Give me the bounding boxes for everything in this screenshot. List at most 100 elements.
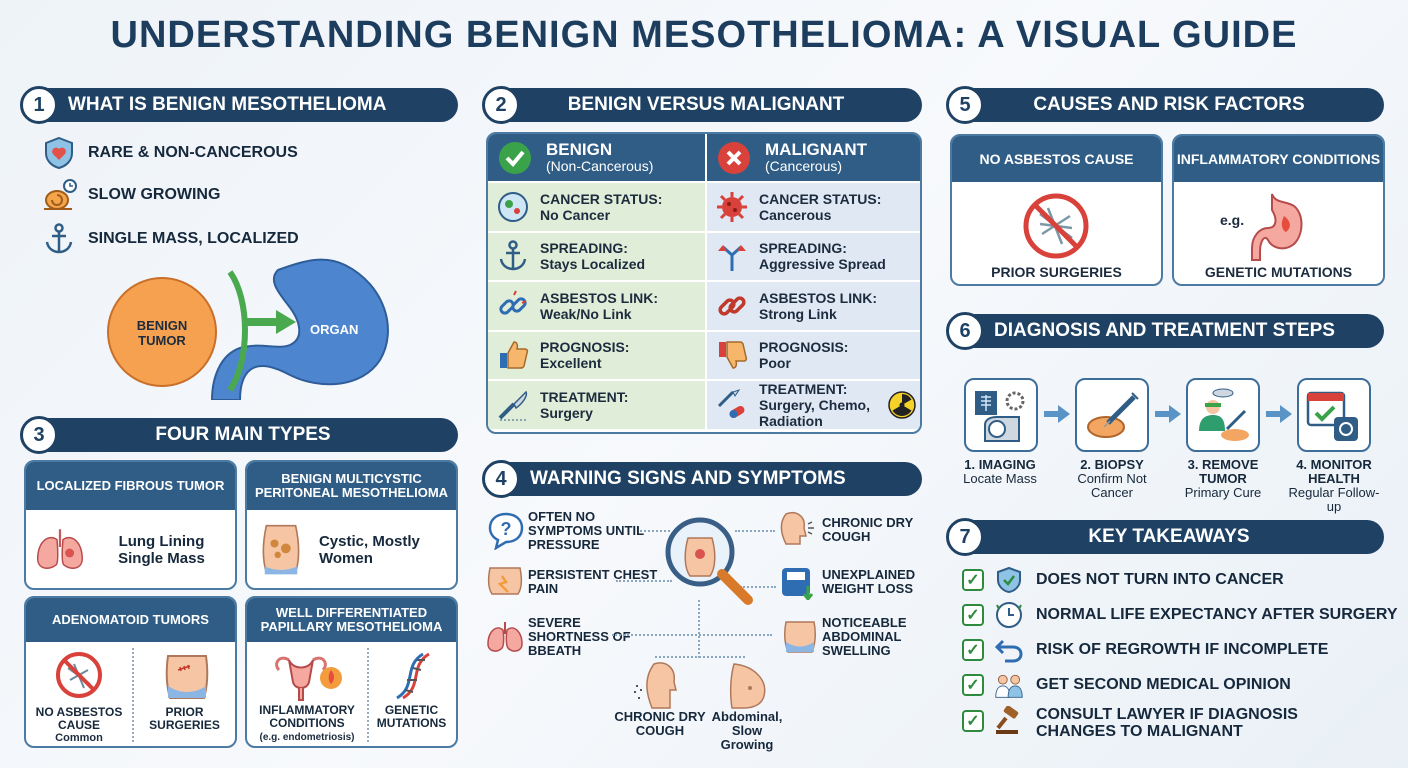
benign-row-cancer-status: CANCER STATUS:No Cancer — [488, 181, 705, 231]
scale-icon — [782, 568, 814, 600]
comparison-table: BENIGN(Non-Cancerous) CANCER STATUS:No C… — [486, 132, 922, 434]
malignant-row-cancer-status: CANCER STATUS:Cancerous — [707, 181, 920, 231]
arrow-right-icon — [1280, 405, 1292, 423]
step-remove-tumor — [1186, 378, 1260, 452]
type-card-title: WELL DIFFERENTIATED PAPILLARY MESOTHELIO… — [247, 598, 456, 642]
gavel-icon — [996, 706, 1019, 734]
benign-row-prognosis: PROGNOSIS:Excellent — [488, 329, 705, 379]
cause-card-title: INFLAMMATORY CONDITIONS — [1174, 136, 1383, 182]
cause-card-label: GENETIC MUTATIONS — [1204, 264, 1353, 280]
malignant-subtitle: (Cancerous) — [765, 158, 843, 174]
healthy-cell-icon — [498, 191, 528, 222]
section-5-header: 5 CAUSES AND RISK FACTORS — [946, 86, 1384, 124]
section-number: 2 — [482, 86, 520, 124]
section-title: KEY TAKEAWAYS — [1088, 526, 1250, 547]
s1-item-rare: RARE & NON-CANCEROUS — [42, 136, 298, 170]
section-title: WHAT IS BENIGN MESOTHELIOMA — [68, 94, 387, 115]
row-label: PROGNOSIS: — [759, 339, 849, 356]
arrow-right-icon — [1169, 405, 1181, 423]
takeaway-item: ✓ RISK OF REGROWTH IF INCOMPLETE — [962, 636, 1328, 664]
malignant-row-prognosis: PROGNOSIS:Poor — [707, 329, 920, 379]
section-3-header: 3 FOUR MAIN TYPES — [20, 416, 458, 454]
type-card-a-sub: Common — [55, 732, 103, 744]
section-4-header: 4 WARNING SIGNS AND SYMPTOMS — [482, 460, 922, 498]
section-title: BENIGN VERSUS MALIGNANT — [567, 94, 845, 115]
takeaway-text: RISK OF REGROWTH IF INCOMPLETE — [1036, 641, 1329, 658]
type-card-localized: LOCALIZED FIBROUS TUMOR Lung Lining Sing… — [24, 460, 237, 590]
cough-icon — [780, 512, 814, 545]
thumbs-down-icon — [719, 341, 748, 370]
no-asbestos-icon — [1023, 193, 1089, 259]
s1-item-slow: SLOW GROWING — [42, 178, 220, 212]
step-monitor — [1297, 378, 1371, 452]
row-value: Cancerous — [759, 206, 832, 223]
symptom-left-3: SEVERE SHORTNESS OF BBEATH — [528, 615, 631, 658]
type-card-b: GENETIC MUTATIONS — [376, 703, 447, 730]
row-value: Surgery — [540, 404, 593, 421]
cause-card-1: NO ASBESTOS CAUSE PRIOR SURGERIES — [950, 134, 1163, 286]
step-sub: Locate Mass — [963, 471, 1037, 486]
chest-pain-icon — [487, 567, 523, 595]
malignant-row-treatment: TREATMENT:Surgery, Chemo, Radiation — [707, 379, 920, 429]
type-card-a-sub: (e.g. endometriosis) — [259, 732, 355, 743]
malignant-title: MALIGNANT — [765, 140, 867, 159]
magnifying-glass-icon — [665, 517, 753, 605]
s1-item-label: SINGLE MASS, LOCALIZED — [88, 230, 299, 247]
row-label: TREATMENT: — [540, 388, 629, 405]
takeaway-item: ✓ CONSULT LAWYER IF DIAGNOSIS CHANGES TO… — [962, 706, 1376, 740]
section-title: WARNING SIGNS AND SYMPTOMS — [530, 468, 846, 489]
benign-title: BENIGN — [546, 140, 613, 159]
row-value: Stays Localized — [540, 256, 646, 273]
type-card-text: Lung Lining Single Mass — [118, 533, 205, 567]
takeaway-item: ✓ DOES NOT TURN INTO CANCER — [962, 566, 1284, 594]
torso-scar-icon — [165, 655, 209, 699]
symptom-right-3: NOTICEABLE ABDOMINAL SWELLING — [822, 615, 907, 658]
type-card-body: Lung Lining Single Mass — [26, 510, 235, 588]
check-icon: ✓ — [962, 569, 984, 591]
arrow-right-icon — [1058, 405, 1070, 423]
question-bubble-icon: ? — [488, 512, 524, 550]
organ-label: ORGAN — [310, 322, 359, 337]
benign-column-header: BENIGN(Non-Cancerous) — [488, 134, 705, 181]
malignant-row-asbestos: ASBESTOS LINK:Strong Link — [707, 280, 920, 330]
row-value: Strong Link — [759, 305, 837, 322]
broken-link-icon — [499, 290, 527, 315]
svg-text:?: ? — [501, 519, 512, 539]
scalpel-pill-icon — [717, 388, 745, 418]
symptom-bottom-a: CHRONIC DRY COUGH — [614, 709, 706, 738]
check-icon: ✓ — [962, 639, 984, 661]
malignant-column-header: MALIGNANT(Cancerous) — [707, 134, 920, 181]
symptom-bottom-b: Abdominal, Slow Growing — [711, 709, 783, 752]
calendar-check-icon — [1306, 391, 1358, 441]
section-2-header: 2 BENIGN VERSUS MALIGNANT — [482, 86, 922, 124]
step-title: 1. IMAGING — [964, 457, 1036, 472]
anchor-icon — [45, 223, 73, 254]
takeaway-text: NORMAL LIFE EXPECTANCY AFTER SURGERY — [1036, 606, 1398, 623]
malignant-column: MALIGNANT(Cancerous) CANCER STATUS:Cance… — [705, 134, 920, 432]
tumor-label: BENIGN TUMOR — [136, 318, 188, 348]
undo-arrow-icon — [995, 639, 1023, 663]
chain-link-icon — [718, 296, 746, 316]
section-title: FOUR MAIN TYPES — [155, 424, 331, 445]
row-value: Aggressive Spread — [759, 256, 886, 273]
benign-row-asbestos: ASBESTOS LINK:Weak/No Link — [488, 280, 705, 330]
cause-card-2: INFLAMMATORY CONDITIONS e.g. GENETIC MUT… — [1172, 134, 1385, 286]
abdomen-swelling-icon — [783, 621, 817, 653]
s1-item-single: SINGLE MASS, LOCALIZED — [42, 222, 299, 256]
green-check-icon — [499, 141, 531, 174]
row-label: TREATMENT: — [759, 380, 848, 397]
cause-card-eg: e.g. — [1220, 212, 1245, 228]
step-title: 2. BIOPSY — [1080, 457, 1144, 472]
anchor-icon — [499, 240, 527, 271]
symptom-right-2: UNEXPLAINED WEIGHT LOSS — [822, 567, 916, 596]
clock-icon — [996, 602, 1022, 628]
step-sub: Confirm Not Cancer — [1077, 471, 1147, 500]
row-value: Poor — [759, 355, 791, 372]
section-number: 1 — [20, 86, 58, 124]
dna-icon — [396, 652, 430, 700]
step-title: 3. REMOVE TUMOR — [1187, 457, 1259, 486]
section-6-header: 6 DIAGNOSIS AND TREATMENT STEPS — [946, 312, 1384, 350]
s1-item-label: SLOW GROWING — [88, 186, 221, 203]
